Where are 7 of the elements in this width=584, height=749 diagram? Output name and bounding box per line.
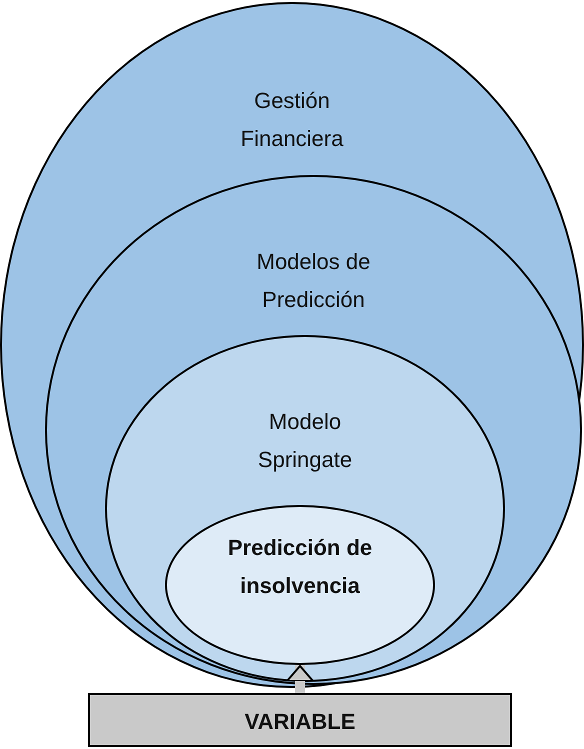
node-label: Modelos de Predicción: [256, 248, 372, 314]
node-label: Modelo Springate: [256, 408, 354, 474]
rectangle-box: [88, 693, 512, 747]
arrow: [286, 665, 314, 693]
node-label: VARIABLE: [244, 708, 356, 736]
node-label: Gestión Financiera: [240, 87, 344, 153]
node-label: Predicción de insolvencia: [226, 534, 374, 600]
